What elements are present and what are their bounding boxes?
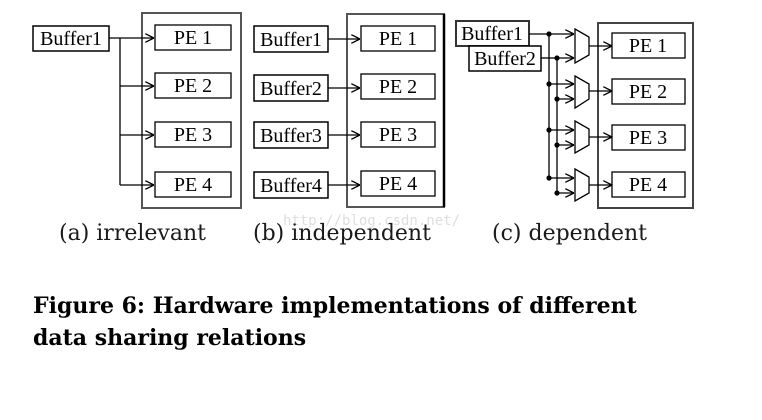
multiplexer-icon (574, 27, 590, 65)
panel-a-irrelevant: Buffer1 PE 1 PE 2 PE 3 PE 4 (32, 12, 242, 209)
pe-box: PE 2 (154, 72, 232, 99)
pe-box: PE 3 (360, 121, 436, 148)
subcaption-c: (c) dependent (492, 221, 647, 246)
pe-box: PE 2 (360, 73, 436, 100)
pe-label: PE 3 (629, 127, 667, 149)
pe-box: PE 3 (154, 121, 232, 148)
buffer-label: Buffer1 (461, 23, 523, 45)
buffer-label: Buffer4 (260, 175, 322, 197)
pe-box: PE 2 (611, 78, 686, 105)
watermark: http://blog.csdn.net/ (283, 213, 460, 229)
pe-box: PE 4 (154, 171, 232, 198)
diagram: Buffer1 PE 1 PE 2 PE 3 PE 4 Buffer1 Buff… (32, 12, 694, 246)
subcaption-a: (a) irrelevant (59, 221, 206, 246)
multiplexer-icon (574, 119, 590, 155)
panel-b-independent: Buffer1 Buffer2 Buffer3 Buffer4 PE 1 PE … (253, 13, 446, 208)
buffer-box: Buffer4 (253, 171, 329, 199)
pe-label: PE 2 (379, 76, 417, 98)
pe-label: PE 2 (174, 75, 212, 97)
pe-box: PE 4 (611, 171, 686, 198)
buffer-box: Buffer2 (253, 74, 329, 102)
pe-label: PE 1 (174, 27, 212, 49)
pe-label: PE 4 (629, 174, 667, 196)
buffer-label: Buffer2 (260, 78, 322, 100)
buffer-box: Buffer3 (253, 121, 329, 149)
pe-array-container (597, 22, 694, 209)
panel-c-dependent: Buffer1 Buffer2 (455, 20, 694, 209)
buffer-label: Buffer3 (260, 125, 322, 147)
multiplexer-icon (574, 167, 590, 203)
pe-label: PE 2 (629, 81, 667, 103)
connection-wires (109, 38, 154, 185)
pe-label: PE 4 (379, 173, 417, 195)
pe-box: PE 4 (360, 170, 436, 197)
pe-label: PE 4 (174, 174, 212, 196)
buffer-label: Buffer2 (474, 48, 536, 70)
buffer-box: Buffer1 (32, 25, 110, 52)
figure-caption-line-2: data sharing relations (33, 325, 307, 351)
multiplexer-icon (574, 74, 590, 110)
junction-dots (546, 31, 560, 196)
pe-label: PE 3 (379, 124, 417, 146)
connection-wires (328, 39, 360, 185)
buffer-label: Buffer1 (40, 28, 102, 50)
pe-label: PE 1 (379, 28, 417, 50)
pe-box: PE 1 (154, 24, 232, 51)
buffer-box: Buffer2 (468, 45, 542, 72)
pe-box: PE 1 (360, 25, 436, 52)
pe-label: PE 1 (629, 35, 667, 57)
bus-wires (529, 34, 612, 193)
pe-box: PE 3 (611, 124, 686, 151)
figure-caption-line-1: Figure 6: Hardware implementations of di… (33, 293, 637, 319)
pe-label: PE 3 (174, 124, 212, 146)
figure-caption: Figure 6: Hardware implementations of di… (33, 290, 758, 354)
buffer-box: Buffer1 (455, 20, 530, 47)
subcaption-b: (b) independent (253, 221, 431, 246)
pe-array-container (141, 12, 242, 209)
buffer-box: Buffer1 (253, 25, 329, 53)
buffer-label: Buffer1 (260, 29, 322, 51)
pe-box: PE 1 (611, 32, 686, 59)
